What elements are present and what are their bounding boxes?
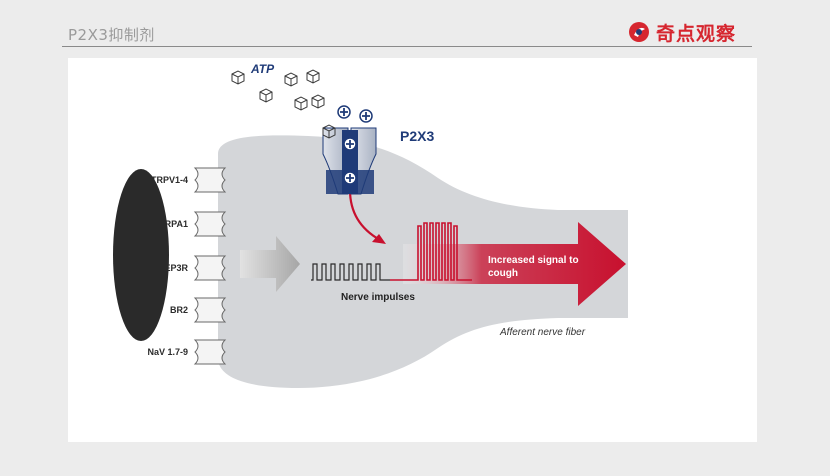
receptor-nav xyxy=(193,339,227,365)
receptor-ep3r xyxy=(193,255,227,281)
receptor-label: TRPA1 xyxy=(159,219,188,229)
logo-text: 奇点观察 xyxy=(656,22,737,45)
nerve-impulses-label: Nerve impulses xyxy=(341,292,415,303)
receptor-trpa1 xyxy=(193,211,227,237)
p2x3-label: P2X3 xyxy=(400,128,435,144)
red-signal-arrow xyxy=(403,222,626,306)
spike-burst-trace xyxy=(390,222,472,281)
curved-red-arrow xyxy=(348,189,381,241)
header-rule xyxy=(62,46,752,47)
atp-cube xyxy=(231,69,336,139)
afferent-label: Afferent nerve fiber xyxy=(500,327,586,338)
receptor-label: NaV 1.7-9 xyxy=(147,347,188,357)
logo: 奇点观察 xyxy=(628,18,758,46)
stimuli-oval xyxy=(113,169,169,341)
receptor-label: TRPV1-4 xyxy=(150,175,188,185)
receptor-label: EP3R xyxy=(164,263,188,273)
diagram-canvas xyxy=(113,69,628,388)
logo-mark-icon xyxy=(629,22,649,42)
curved-red-arrow-head xyxy=(372,234,386,244)
signal-label: Increased signal to cough xyxy=(488,255,579,279)
atp-label: ATP xyxy=(251,62,275,76)
nerve-impulse-trace xyxy=(311,263,390,281)
receptor-trpv xyxy=(193,167,227,193)
diagram-panel: ATP P2X3 Stimuli TRPV1-4 TRPA1 EP3R BR2 … xyxy=(68,58,757,442)
plus-ion-icon xyxy=(337,105,373,185)
receptor-label: BR2 xyxy=(169,305,188,315)
receptor-br2 xyxy=(193,297,227,323)
header-title: P2X3抑制剂 xyxy=(68,26,155,44)
gray-arrow xyxy=(240,236,300,292)
